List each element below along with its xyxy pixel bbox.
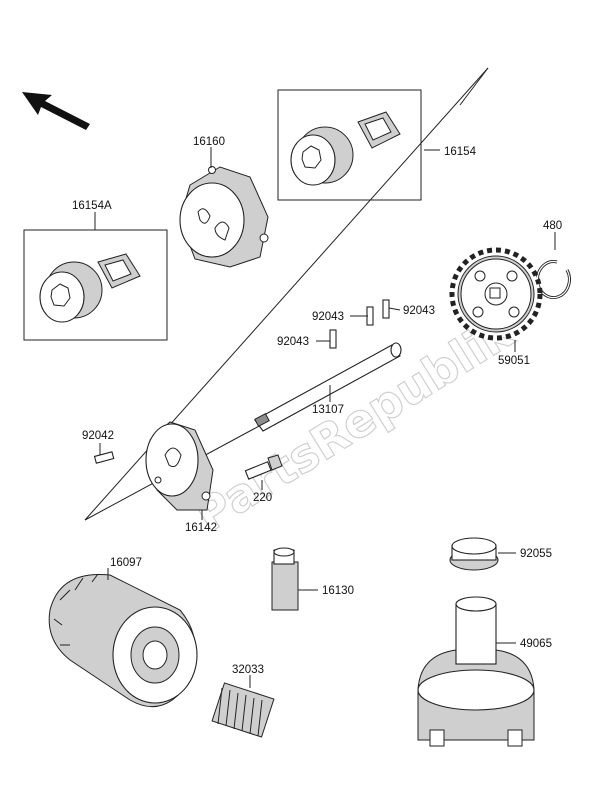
- label-480: 480: [543, 220, 562, 232]
- label-92043-a: 92043: [312, 311, 344, 323]
- label-92042: 92042: [82, 430, 114, 442]
- label-92043-b: 92043: [403, 305, 435, 317]
- label-16130: 16130: [322, 585, 354, 597]
- label-16142: 16142: [185, 522, 217, 534]
- inner-rotor-set-box-16154: [277, 89, 422, 201]
- spring-32033: [211, 682, 275, 738]
- label-92043-c: 92043: [277, 336, 309, 348]
- label-32033: 32033: [232, 664, 264, 676]
- outer-rotor-16154: [290, 126, 354, 186]
- inner-rotor-16154A: [97, 253, 141, 289]
- label-49065: 49065: [520, 638, 552, 650]
- pump-body-16142: [145, 421, 214, 511]
- watermark: PartsRepublik: [186, 304, 524, 543]
- label-220: 220: [253, 492, 272, 504]
- axis-line-tip: [459, 67, 489, 106]
- bolt-220: [244, 454, 283, 480]
- pin-92042: [93, 451, 115, 464]
- oil-pump-gear-59051: [449, 247, 543, 341]
- leader-lines: [94, 147, 556, 688]
- label-59051: 59051: [498, 355, 530, 367]
- plug-16130: [271, 547, 299, 611]
- label-92055: 92055: [520, 548, 552, 560]
- label-16154A: 16154A: [72, 200, 112, 212]
- label-16097: 16097: [110, 557, 142, 569]
- pin-92043-b: [382, 299, 390, 319]
- outer-rotor-16154A: [39, 261, 103, 323]
- front-direction-arrow-icon: [22, 92, 90, 130]
- pin-92043-c: [329, 329, 337, 349]
- inner-rotor-16154: [357, 111, 401, 149]
- circlip-480: [535, 260, 571, 300]
- label-16154: 16154: [444, 146, 477, 158]
- pump-cover-16160: [179, 166, 269, 268]
- label-16160: 16160: [193, 136, 225, 148]
- label-13107: 13107: [312, 404, 344, 416]
- seal-92055: [449, 537, 499, 571]
- oil-strainer-49065: [417, 596, 535, 747]
- oil-filter-16097: [48, 573, 198, 708]
- pump-shaft-13107: [254, 342, 402, 432]
